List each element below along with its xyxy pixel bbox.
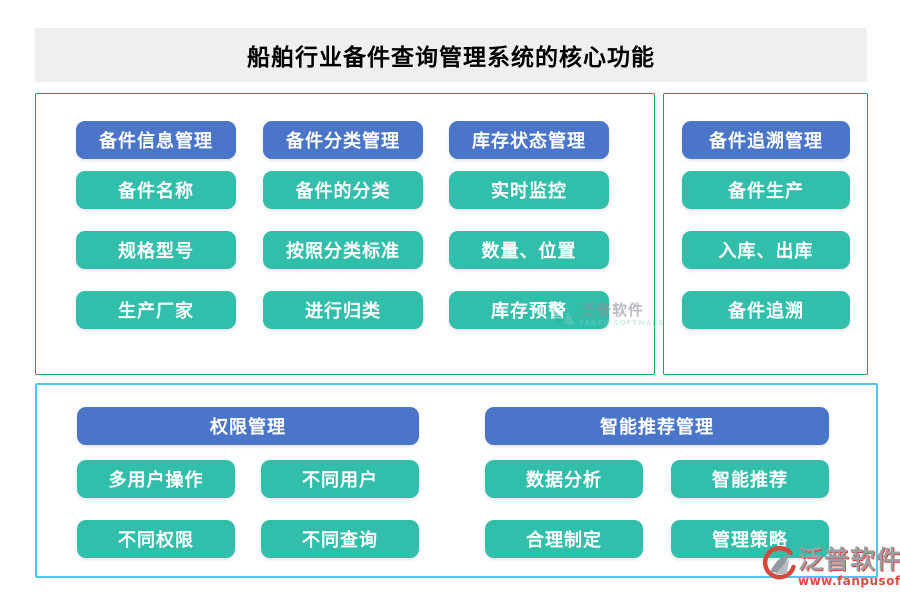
group-item: 多用户操作 — [77, 460, 235, 498]
group-header: 备件信息管理 — [76, 121, 236, 159]
group-item: 按照分类标准 — [263, 231, 423, 269]
group-item: 数量、位置 — [449, 231, 609, 269]
group-item: 备件名称 — [76, 171, 236, 209]
title-bar: 船舶行业备件查询管理系统的核心功能 — [35, 28, 867, 82]
fanpu-circle-icon — [762, 546, 796, 580]
panel-bottom: 权限管理 多用户操作 不同用户 不同权限 不同查询 智能推荐管理 数据分析 智能… — [35, 383, 878, 578]
column-parts-info: 备件信息管理 备件名称 规格型号 生产厂家 — [76, 121, 236, 351]
group-item: 数据分析 — [485, 460, 643, 498]
group-header: 智能推荐管理 — [485, 407, 829, 445]
item-grid: 多用户操作 不同用户 不同权限 不同查询 — [77, 460, 419, 580]
brand-texts: 泛普软件 www.fanpusoft.com — [798, 546, 900, 588]
group-item: 管理策略 — [671, 520, 829, 558]
group-item: 规格型号 — [76, 231, 236, 269]
group-item: 入库、出库 — [682, 231, 850, 269]
group-item: 实时监控 — [449, 171, 609, 209]
section-smart-recommendation: 智能推荐管理 数据分析 智能推荐 合理制定 管理策略 — [485, 407, 829, 580]
group-item: 智能推荐 — [671, 460, 829, 498]
item-grid: 数据分析 智能推荐 合理制定 管理策略 — [485, 460, 829, 580]
group-item: 进行归类 — [263, 291, 423, 329]
section-permissions: 权限管理 多用户操作 不同用户 不同权限 不同查询 — [77, 407, 419, 580]
group-item: 备件的分类 — [263, 171, 423, 209]
brand-logo: 泛普软件 www.fanpusoft.com — [760, 546, 900, 588]
column-parts-classification: 备件分类管理 备件的分类 按照分类标准 进行归类 — [263, 121, 423, 351]
group-item: 库存预警 — [449, 291, 609, 329]
column-traceability: 备件追溯管理 备件生产 入库、出库 备件追溯 — [682, 121, 850, 351]
brand-url: www.fanpusoft.com — [798, 573, 900, 588]
brand-name: 泛普软件 — [798, 545, 900, 574]
group-item: 不同权限 — [77, 520, 235, 558]
group-header: 库存状态管理 — [449, 121, 609, 159]
page-title: 船舶行业备件查询管理系统的核心功能 — [247, 45, 655, 71]
group-header: 权限管理 — [77, 407, 419, 445]
column-inventory-status: 库存状态管理 实时监控 数量、位置 库存预警 — [449, 121, 609, 351]
group-item: 合理制定 — [485, 520, 643, 558]
group-item: 备件追溯 — [682, 291, 850, 329]
group-item: 备件生产 — [682, 171, 850, 209]
group-item: 生产厂家 — [76, 291, 236, 329]
panel-parts-overview: 备件信息管理 备件名称 规格型号 生产厂家 备件分类管理 备件的分类 按照分类标… — [35, 93, 655, 375]
panel-traceability: 备件追溯管理 备件生产 入库、出库 备件追溯 — [663, 93, 868, 375]
group-header: 备件分类管理 — [263, 121, 423, 159]
group-item: 不同查询 — [261, 520, 419, 558]
group-header: 备件追溯管理 — [682, 121, 850, 159]
group-item: 不同用户 — [261, 460, 419, 498]
